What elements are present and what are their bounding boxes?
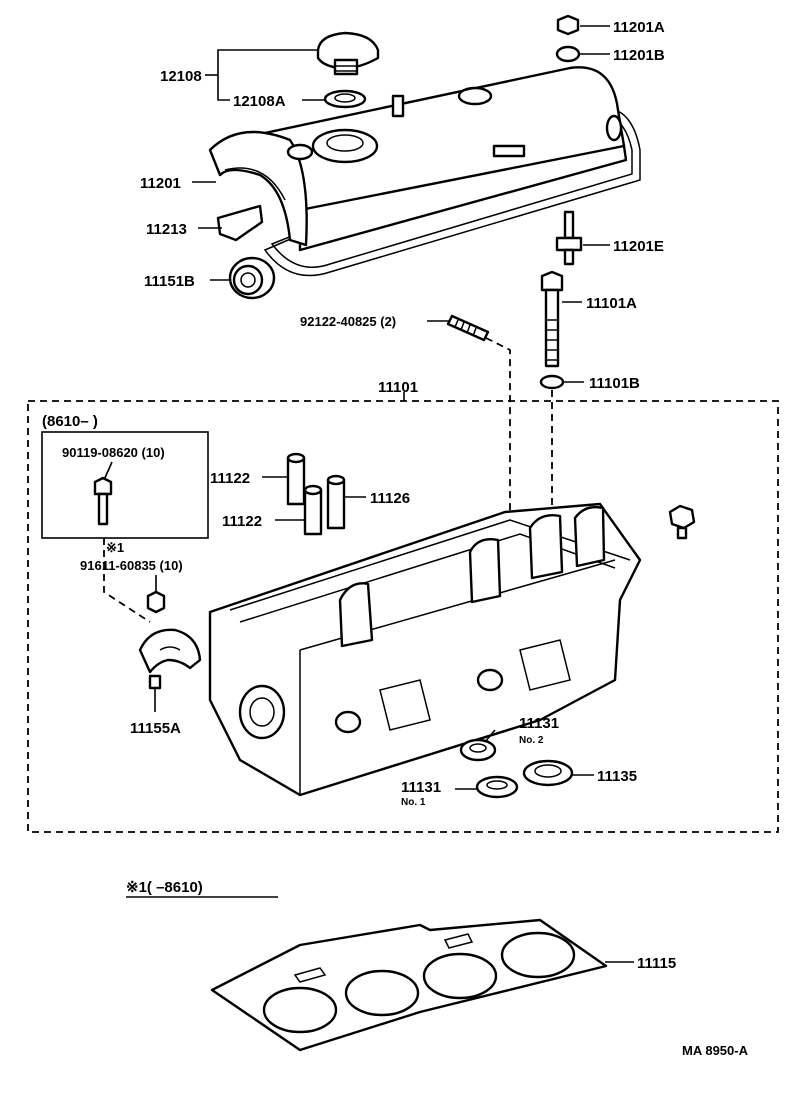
- label-asterisk-1: ※1: [106, 540, 124, 555]
- label-11101A: 11101A: [586, 295, 637, 312]
- label-11101B: 11101B: [589, 375, 640, 392]
- label-11135: 11135: [597, 768, 637, 785]
- label-range-top: (8610– ): [42, 413, 98, 430]
- manifold-stud: [446, 314, 490, 342]
- cylinder-head-gasket: [210, 918, 608, 1052]
- label-range-bottom: ※1( –8610): [126, 879, 203, 896]
- label-11131-no1: 11131: [401, 779, 441, 796]
- breather-plate: [216, 204, 264, 242]
- label-91611-60835: 91611-60835 (10): [80, 558, 183, 573]
- label-11122-lower: 11122: [222, 513, 262, 530]
- cylinder-head-cover: [208, 66, 641, 277]
- oil-filler-cap: [316, 31, 380, 76]
- head-bolt-washer: [539, 374, 565, 390]
- label-11155A: 11155A: [130, 720, 181, 737]
- label-11213: 11213: [146, 221, 187, 238]
- head-bolt: [540, 270, 564, 368]
- label-11151B: 11151B: [144, 273, 195, 290]
- cover-washer: [555, 45, 581, 63]
- label-11201B: 11201B: [613, 47, 665, 64]
- label-11131-no2: 11131: [519, 715, 559, 732]
- variant-box: [41, 431, 209, 539]
- part-labels: 11201A 11201B 12108 12108A 11201 11213 1…: [42, 19, 749, 1058]
- label-11101: 11101: [378, 379, 418, 396]
- cover-stud: [555, 210, 583, 266]
- leader-lines: [103, 25, 634, 963]
- label-no1: No. 1: [401, 797, 426, 808]
- diagram-code: MA 8950-A: [682, 1043, 749, 1058]
- label-no2: No. 2: [519, 735, 544, 746]
- camshaft-oil-seal: [228, 256, 276, 300]
- valve-seals: [459, 738, 574, 799]
- label-11201: 11201: [140, 175, 181, 192]
- label-11126: 11126: [370, 490, 410, 507]
- label-11115: 11115: [637, 955, 676, 972]
- filler-cap-gasket: [323, 89, 367, 109]
- cam-bearing-cap-bolt: [93, 476, 113, 526]
- label-11201E: 11201E: [613, 238, 664, 255]
- cam-bearing-cap-nut: [146, 590, 166, 614]
- label-92122-40825: 92122-40825 (2): [300, 314, 396, 329]
- head-plug: [668, 504, 696, 540]
- cam-bearing-cap: [138, 628, 202, 690]
- label-12108: 12108: [160, 68, 202, 85]
- cover-nut: [556, 14, 580, 36]
- cylinder-head-assembly-box: [27, 400, 779, 833]
- valve-guides: [286, 452, 346, 536]
- cylinder-head: [208, 502, 642, 797]
- label-90119-08620: 90119-08620 (10): [62, 445, 165, 460]
- label-12108A: 12108A: [233, 93, 286, 110]
- label-11122-upper: 11122: [210, 470, 250, 487]
- label-11201A: 11201A: [613, 19, 665, 36]
